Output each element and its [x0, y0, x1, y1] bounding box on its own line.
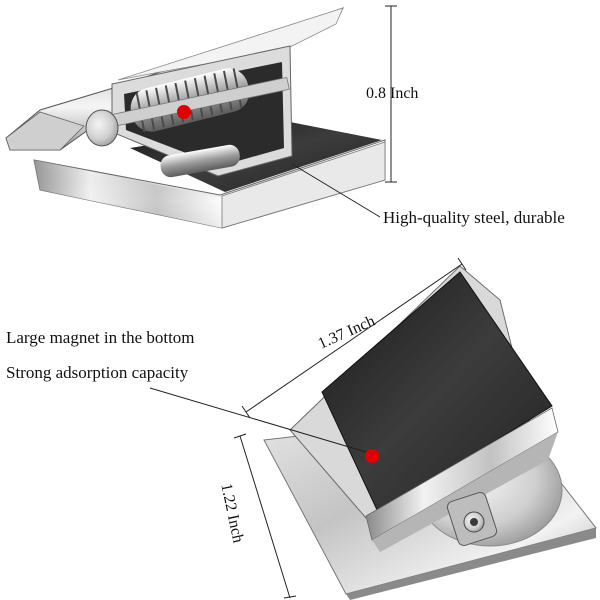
top-clip: [5, 7, 386, 229]
bottom-clip: [263, 265, 597, 600]
material-label: High-quality steel, durable: [383, 208, 565, 227]
height-dimension-top: [385, 5, 397, 183]
rivet-head: [85, 109, 119, 147]
width-dimension: [241, 257, 467, 419]
top-height-label: 0.8 Inch: [366, 85, 419, 102]
height-dimension-bottom: [233, 433, 297, 599]
magnet-marker-dot: [365, 449, 379, 463]
adsorption-label: Strong adsorption capacity: [6, 363, 189, 382]
magnet-label: Large magnet in the bottom: [6, 328, 195, 347]
steel-leader-line: [291, 163, 381, 218]
magnet-pad: [321, 271, 553, 513]
magnet-leader-line: [149, 387, 367, 453]
hinge-screw: [446, 492, 498, 546]
marker-dot: [177, 105, 191, 119]
